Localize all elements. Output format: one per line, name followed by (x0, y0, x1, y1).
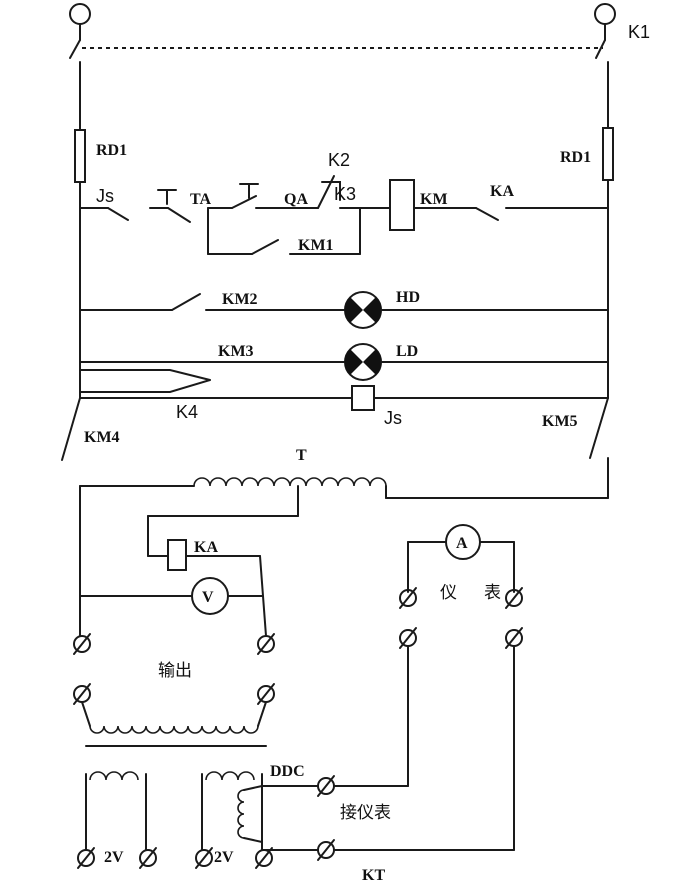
ka-top-label: KA (490, 183, 514, 200)
rd1-right-label: RD1 (560, 149, 591, 166)
js-contact (107, 207, 129, 221)
km3-label: KM3 (218, 343, 254, 360)
terminal-2v-right-a (195, 847, 213, 869)
terminal-kt (317, 839, 335, 861)
km1-label: KM1 (298, 237, 334, 254)
km2-contact (171, 293, 201, 311)
terminal-out-1 (73, 633, 91, 655)
qa-label: QA (284, 191, 308, 208)
km5-contact (589, 397, 609, 459)
output-label: 输出 (158, 661, 192, 681)
ta-button-head (157, 189, 177, 205)
km2-label: KM2 (222, 291, 258, 308)
km3-contact (79, 369, 211, 393)
ld-label: LD (396, 343, 418, 360)
terminal-2v-left-b (139, 847, 157, 869)
t-label: T (296, 447, 307, 464)
indicator-rung-ld (79, 343, 609, 393)
js-coil (351, 385, 375, 411)
secondary-coil (81, 701, 267, 747)
ammeter-circuit (399, 524, 523, 851)
ddc-label: DDC (270, 763, 305, 780)
hd-lamp (344, 291, 382, 329)
transformer-t (79, 457, 609, 517)
k4-label: K4 (176, 402, 198, 422)
ka-coil (167, 539, 187, 571)
k1-label: K1 (628, 22, 650, 42)
voltmeter-label: V (202, 589, 214, 606)
ta-stop-button (167, 207, 191, 223)
ka-coil-circuit (147, 515, 299, 637)
control-rung-1 (79, 175, 609, 255)
terminal-meter-1 (399, 587, 417, 609)
ld-lamp (344, 343, 382, 381)
hd-label: HD (396, 289, 420, 306)
main-switch-k1: K1 (69, 3, 650, 59)
terminal-2v-left-a (77, 847, 95, 869)
km1-holding-contact (251, 239, 279, 255)
km-coil (389, 179, 415, 231)
kt-line (261, 839, 515, 861)
kt-label: KT (362, 867, 385, 884)
fuse-rd1-right (602, 127, 614, 181)
k2-label: K2 (328, 150, 350, 170)
connect-meter-label: 接仪表 (340, 803, 391, 823)
qa-button-head (239, 183, 259, 199)
v2-right-label: 2V (214, 849, 234, 866)
left-rail (74, 61, 86, 399)
km4-contact (61, 397, 81, 461)
k3-label: K3 (334, 184, 356, 204)
output-terminals (73, 633, 275, 705)
right-rail (602, 61, 614, 399)
v2-left-label: 2V (104, 849, 124, 866)
coil-2v-right (195, 771, 273, 869)
js-coil-label: Js (384, 408, 402, 428)
km4-label: KM4 (84, 429, 120, 446)
coil-2v-left (77, 771, 157, 869)
js-top-label: Js (96, 186, 114, 206)
js-coil-rung (79, 385, 609, 411)
rd1-left-label: RD1 (96, 142, 127, 159)
fuse-rd1-left (74, 129, 86, 183)
meter-yi-label: 仪 (440, 583, 457, 603)
qa-start-button (231, 195, 257, 209)
indicator-rung-hd (79, 291, 609, 329)
terminal-out-4 (257, 683, 275, 705)
terminal-meter-2 (505, 587, 523, 609)
ka-contact (475, 207, 499, 221)
meter-biao-label: 表 (484, 583, 501, 603)
km-label: KM (420, 191, 448, 208)
terminal-out-2 (257, 633, 275, 655)
terminal-out-3 (73, 683, 91, 705)
ta-label: TA (190, 191, 211, 208)
k3-interlock-contact (317, 175, 341, 209)
km5-label: KM5 (542, 413, 578, 430)
ka-coil-label: KA (194, 539, 218, 556)
ammeter-label: A (456, 535, 468, 552)
terminal-ddc (317, 775, 335, 797)
voltmeter-circuit (79, 485, 263, 637)
ddc-line (261, 775, 409, 797)
